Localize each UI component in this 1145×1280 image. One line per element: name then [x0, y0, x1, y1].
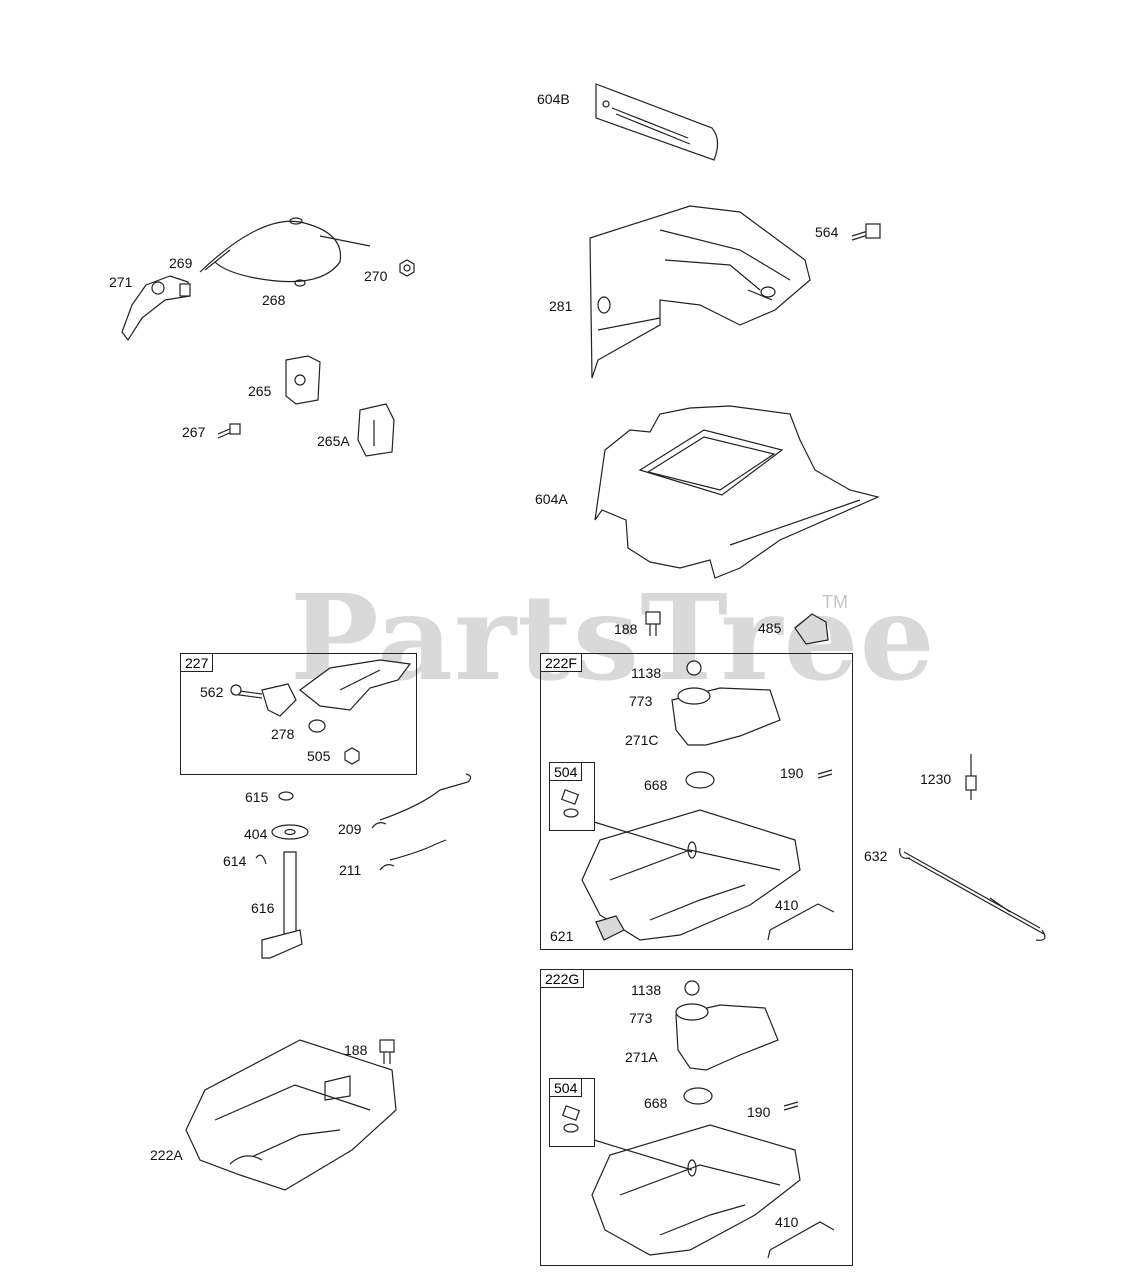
label-1138b[interactable]: 1138 [631, 982, 662, 998]
part-209-drawing [371, 773, 472, 829]
part-504b-drawing [561, 1105, 581, 1133]
label-564[interactable]: 564 [815, 224, 839, 240]
group-222f-tag: 222F [540, 653, 582, 672]
part-227-drawing [230, 659, 412, 765]
label-668b[interactable]: 668 [644, 1095, 668, 1111]
label-209[interactable]: 209 [338, 821, 362, 837]
label-773a[interactable]: 773 [629, 693, 653, 709]
label-604a[interactable]: 604A [535, 491, 568, 507]
part-222f-drawing [581, 660, 835, 941]
label-485[interactable]: 485 [758, 620, 782, 636]
group-504a-box: 504 [549, 762, 595, 831]
label-211[interactable]: 211 [339, 862, 362, 878]
part-268-drawing [199, 217, 371, 287]
part-222g-drawing [591, 980, 835, 1259]
part-1230-drawing [965, 754, 977, 800]
trademark-mark: TM [822, 592, 848, 612]
label-278[interactable]: 278 [271, 726, 295, 742]
label-562[interactable]: 562 [200, 684, 224, 700]
label-616[interactable]: 616 [251, 900, 275, 916]
label-270[interactable]: 270 [364, 268, 388, 284]
label-404[interactable]: 404 [244, 826, 268, 842]
label-281[interactable]: 281 [549, 298, 573, 314]
part-222a-drawing [185, 1039, 397, 1191]
label-265[interactable]: 265 [248, 383, 272, 399]
label-410b[interactable]: 410 [775, 1214, 799, 1230]
group-504b-box: 504 [549, 1078, 595, 1147]
label-614[interactable]: 614 [223, 853, 247, 869]
part-265-drawing [285, 355, 321, 405]
part-564-drawing [851, 223, 881, 241]
label-267[interactable]: 267 [182, 424, 206, 440]
label-188b[interactable]: 188 [344, 1042, 368, 1058]
group-222f-box: 222F 504 [540, 653, 853, 950]
label-615[interactable]: 615 [245, 789, 269, 805]
label-668a[interactable]: 668 [644, 777, 668, 793]
part-188a-drawing [645, 611, 661, 636]
label-410a[interactable]: 410 [775, 897, 799, 913]
part-504a-drawing [560, 789, 580, 818]
part-271-drawing [121, 275, 191, 342]
group-222g-box: 222G 504 [540, 969, 853, 1266]
part-188b-drawing [379, 1039, 395, 1064]
group-227-tag: 227 [180, 653, 214, 672]
label-268[interactable]: 268 [262, 292, 286, 308]
label-269[interactable]: 269 [169, 255, 193, 271]
part-485-drawing [794, 613, 829, 645]
group-222g-tag: 222G [540, 969, 585, 988]
part-632-drawing [899, 847, 1046, 941]
label-222a[interactable]: 222A [150, 1147, 183, 1163]
label-621[interactable]: 621 [550, 928, 574, 944]
label-265a[interactable]: 265A [317, 433, 350, 449]
part-281-drawing [589, 205, 811, 379]
part-604b-drawing [595, 83, 719, 161]
part-211-drawing [379, 839, 447, 871]
label-604b[interactable]: 604B [537, 91, 570, 107]
group-504b-tag: 504 [549, 1078, 583, 1097]
group-227-box: 227 [180, 653, 417, 775]
label-188a[interactable]: 188 [614, 621, 638, 637]
label-773b[interactable]: 773 [629, 1010, 653, 1026]
label-271a[interactable]: 271A [625, 1049, 658, 1065]
label-505[interactable]: 505 [307, 748, 331, 764]
group-504a-tag: 504 [549, 762, 583, 781]
label-1230[interactable]: 1230 [920, 771, 952, 787]
part-604a-drawing [594, 405, 880, 579]
label-1138a[interactable]: 1138 [631, 665, 662, 681]
part-265a-drawing [357, 403, 395, 457]
label-632[interactable]: 632 [864, 848, 888, 864]
part-governor-shaft-drawing [255, 791, 309, 959]
part-267-drawing [217, 423, 241, 439]
label-190b[interactable]: 190 [747, 1104, 771, 1120]
label-271c[interactable]: 271C [625, 732, 659, 748]
label-271[interactable]: 271 [109, 274, 133, 290]
label-190a[interactable]: 190 [780, 765, 804, 781]
part-270-drawing [399, 259, 415, 277]
